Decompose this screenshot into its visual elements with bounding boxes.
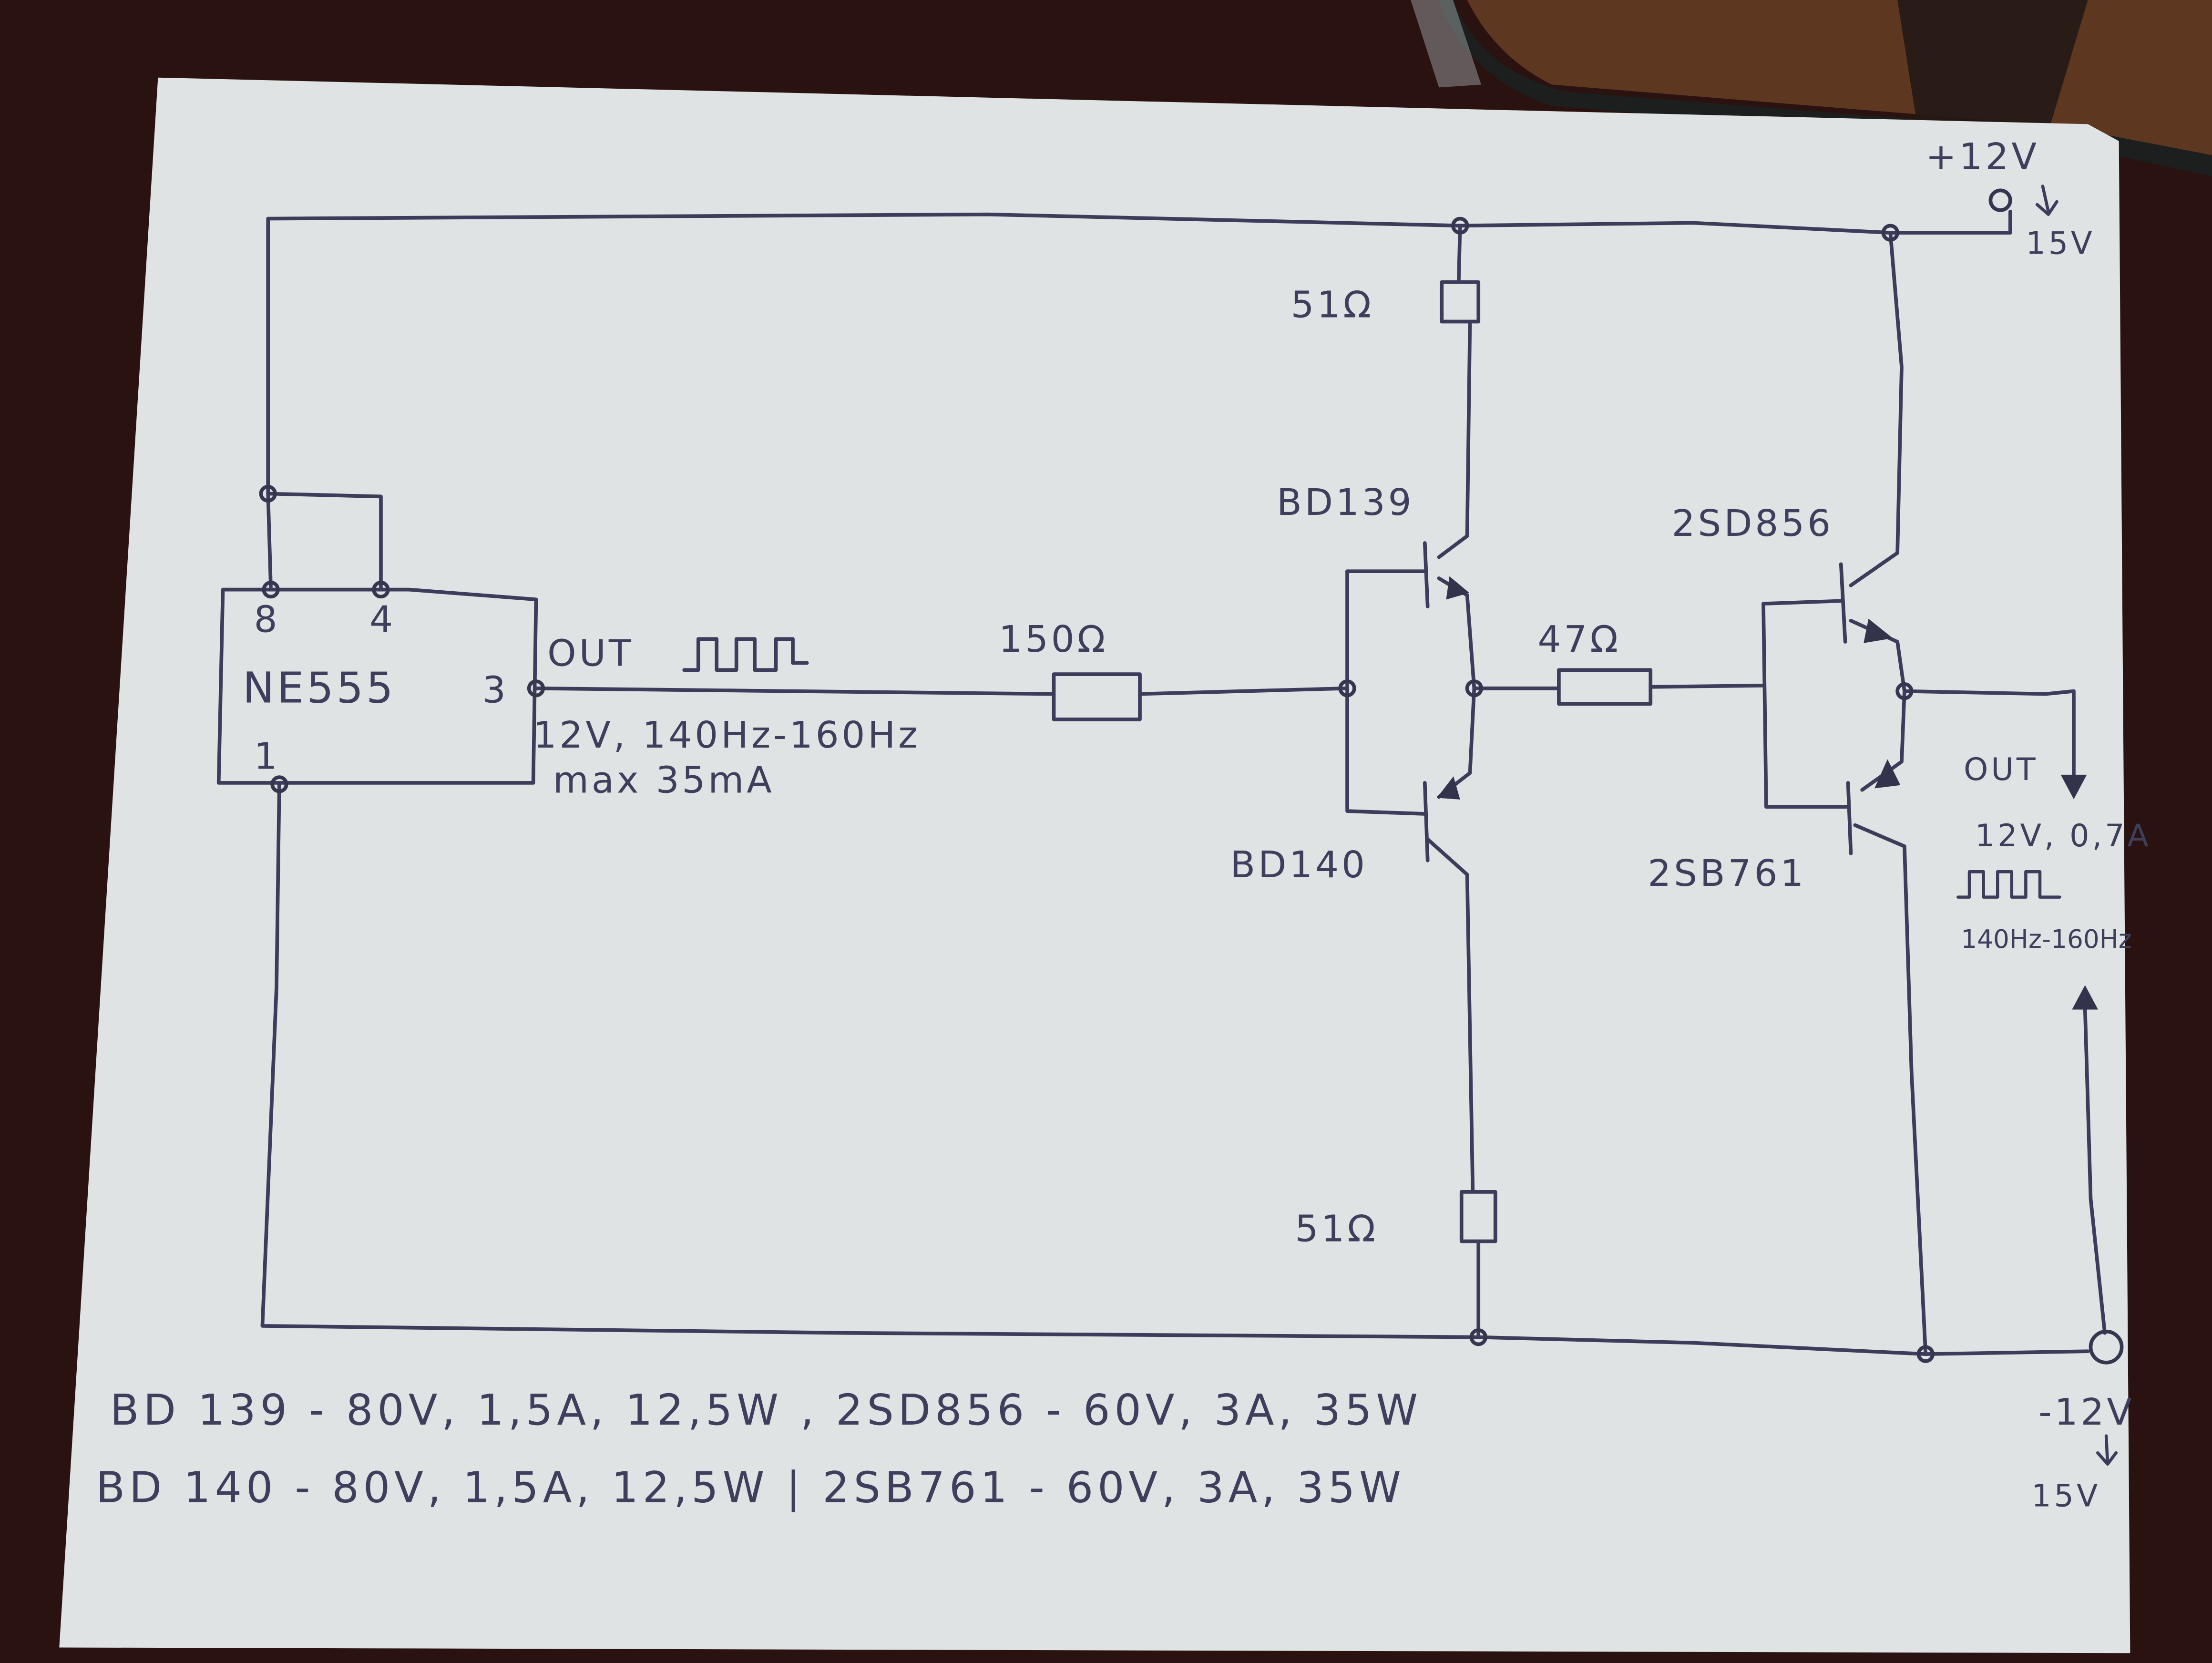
- transistor-bd139: BD139: [1277, 482, 1470, 608]
- junction-dot: [1881, 224, 1899, 242]
- 2sd856-base-bar: [1839, 562, 1847, 644]
- paper-sheet: [59, 77, 2130, 1653]
- resistor-r51-bottom-label: 51Ω: [1295, 1208, 1378, 1250]
- output-label: OUT: [1964, 752, 2038, 788]
- wire-output: [1903, 689, 2076, 778]
- output-arrow-down-icon: [2060, 774, 2087, 800]
- output-spec-1: 12V, 0,7A: [1975, 818, 2151, 854]
- square-wave-icon: [682, 637, 809, 672]
- wire-out-to-r150: [534, 686, 1053, 696]
- resistor-r51-top: 51Ω: [1291, 280, 1481, 327]
- positive-terminal-icon: [1988, 188, 2012, 212]
- ne555-chip: 8 4 NE555 3 1: [216, 587, 538, 785]
- wire-bd139-collector: [1437, 319, 1472, 559]
- wire-pin4-link: [266, 492, 383, 592]
- wire-ground-left: [260, 782, 1481, 1339]
- negative-supply-label: -12V: [2038, 1391, 2135, 1434]
- bd139-base-bar: [1423, 541, 1430, 608]
- pin-1-label: 1: [254, 735, 280, 778]
- wire-r150-to-base: [1138, 686, 1349, 696]
- wires: [260, 209, 2107, 1356]
- junctions: [259, 216, 1935, 1363]
- junction-dot: [1916, 1345, 1935, 1363]
- resistor-r51-top-label: 51Ω: [1291, 284, 1374, 327]
- junction-dot: [262, 580, 280, 599]
- resistor-r51-bottom: 51Ω: [1295, 1190, 1497, 1250]
- wire-base-2sd856: [1761, 599, 1843, 606]
- wire-2sb761-collector: [1853, 823, 1928, 1356]
- bd139-label: BD139: [1277, 482, 1414, 524]
- junction-dot: [1895, 682, 1914, 700]
- resistor-r47: 47Ω: [1538, 618, 1653, 706]
- positive-supply-alt: 15V: [2026, 226, 2095, 262]
- 2sd856-label: 2SD856: [1672, 503, 1833, 545]
- transistor-bd140: BD140: [1230, 776, 1460, 886]
- ic-out-spec-2: max 35mA: [553, 760, 775, 802]
- ic-out-spec-1: 12V, 140Hz-160Hz: [533, 714, 921, 757]
- resistor-r150: 150Ω: [999, 618, 1142, 721]
- junction-dot: [259, 484, 277, 503]
- wire-r51top-to-rail: [1456, 224, 1462, 284]
- wire-bd139-emitter: [1437, 576, 1476, 690]
- wire-power-bases: [1761, 602, 1850, 809]
- wire-2sd856-emitter: [1849, 618, 1906, 693]
- output-section: OUT 12V, 0,7A 140Hz-160Hz: [1956, 752, 2151, 1010]
- ic-name: NE555: [243, 663, 396, 712]
- positive-supply-label: +12V: [1925, 136, 2039, 178]
- bd140-label: BD140: [1230, 844, 1367, 886]
- ne555-body: [216, 587, 538, 785]
- 2sd856-emitter-arrow-icon: [1864, 618, 1893, 643]
- pin-3-label: 3: [482, 669, 509, 711]
- negative-down-arrow-icon: [2096, 1434, 2118, 1466]
- resistor-r47-label: 47Ω: [1538, 618, 1621, 661]
- 2sb761-emitter-arrow-icon: [1874, 759, 1901, 789]
- output-spec-2: 140Hz-160Hz: [1961, 924, 2132, 954]
- resistor-r51-bottom-body: [1459, 1190, 1497, 1243]
- wire-ground-rail: [1476, 1335, 2090, 1356]
- transistor-2sd856: 2SD856: [1672, 503, 1893, 644]
- wire-2sd856-collector: [1849, 231, 1904, 587]
- resistor-r51-top-body: [1440, 280, 1481, 324]
- return-arrow-up-icon: [2072, 985, 2099, 1010]
- resistor-r150-label: 150Ω: [999, 618, 1108, 661]
- 2sb761-base-bar: [1846, 781, 1853, 855]
- positive-down-arrow-icon: [2035, 185, 2058, 216]
- wire-r47-to-power-bases: [1649, 683, 1765, 689]
- ic-out-label: OUT: [547, 632, 634, 675]
- wire-out-to-2sb761-emitter: [1860, 689, 1906, 792]
- bd139-emitter-arrow-icon: [1446, 576, 1470, 600]
- junction-dot: [372, 580, 390, 599]
- resistor-r47-body: [1557, 668, 1653, 706]
- negative-supply: -12V 15V: [2031, 1329, 2135, 1514]
- junction-dot: [527, 679, 545, 698]
- 2sb761-label: 2SB761: [1648, 852, 1806, 895]
- bd140-base-bar: [1423, 781, 1430, 862]
- junction-dot: [1465, 679, 1483, 698]
- glass-shadow: [1897, 0, 2088, 141]
- negative-terminal-icon: [2089, 1329, 2124, 1365]
- output-square-wave-icon: [1956, 870, 2061, 899]
- pin-8-label: 8: [254, 598, 280, 641]
- spec-line-1: BD 139 - 80V, 1,5A, 12,5W , 2SD856 - 60V…: [110, 1386, 1422, 1435]
- spec-line-2: BD 140 - 80V, 1,5A, 12,5W | 2SB761 - 60V…: [96, 1463, 1405, 1513]
- desk-left-highlight: [1411, 0, 1482, 88]
- junction-dot: [1338, 679, 1356, 698]
- negative-supply-alt: 15V: [2031, 1478, 2100, 1514]
- resistor-r150-body: [1052, 672, 1142, 721]
- wire-bd140-collector: [1425, 837, 1475, 1194]
- wire-negative-return: [2083, 1006, 2107, 1335]
- junction-dot: [1469, 1328, 1487, 1346]
- junction-dot: [270, 775, 288, 793]
- wire-driver-bases: [1345, 569, 1427, 816]
- wire-top-rail: [266, 209, 2012, 235]
- junction-dot: [1451, 216, 1469, 235]
- bd140-emitter-arrow-icon: [1437, 776, 1460, 800]
- transistor-2sb761: 2SB761: [1648, 759, 1901, 895]
- positive-supply: +12V 15V: [1925, 136, 2095, 262]
- pin-4-label: 4: [369, 598, 396, 641]
